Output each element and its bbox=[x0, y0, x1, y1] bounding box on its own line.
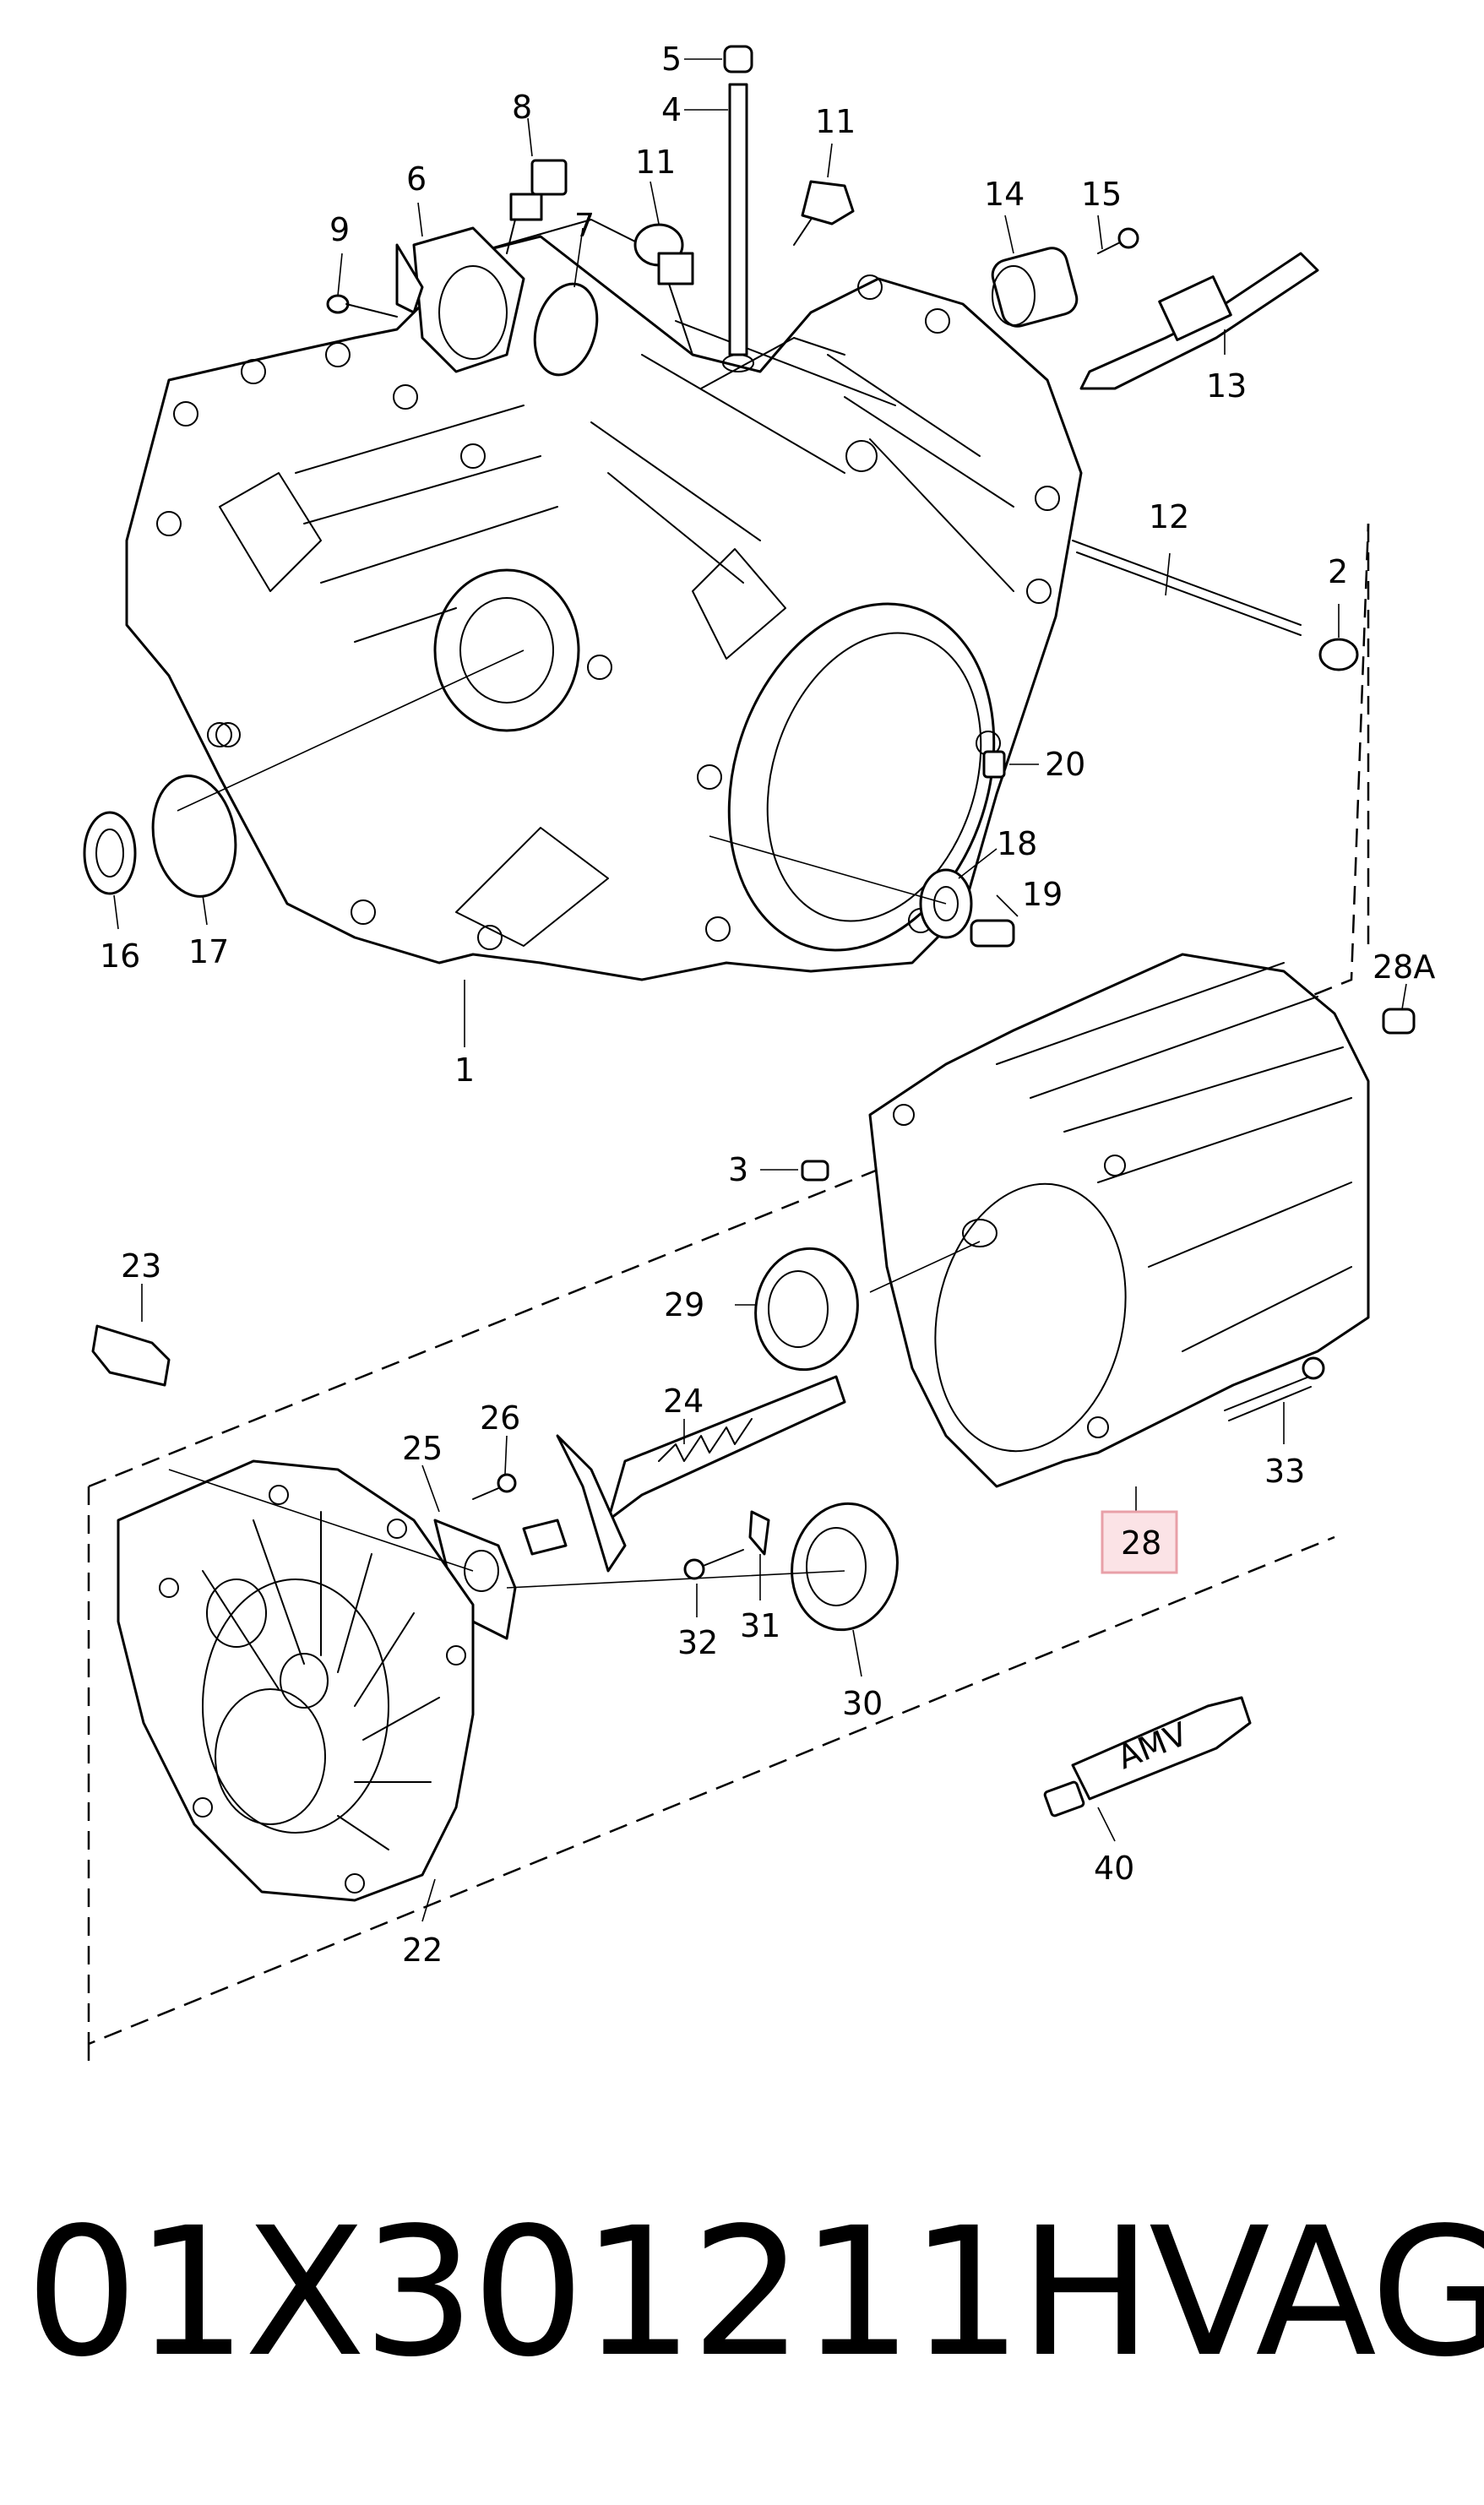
part-33-bolt bbox=[1224, 1356, 1325, 1421]
label-part-13[interactable]: 13 bbox=[1206, 367, 1247, 405]
part-6-bracket bbox=[395, 226, 525, 373]
label-part-1[interactable]: 1 bbox=[454, 1051, 475, 1089]
part-16-seal bbox=[83, 811, 137, 895]
part-number-text: 01X301211H bbox=[25, 2189, 1153, 2396]
part-8-sensor bbox=[506, 159, 568, 254]
label-part-7[interactable]: 7 bbox=[574, 207, 595, 244]
part-28a-pin bbox=[1382, 1008, 1416, 1035]
label-part-33[interactable]: 33 bbox=[1264, 1453, 1305, 1490]
housing-bolt-bosses bbox=[156, 274, 1060, 950]
part-9-bolt bbox=[326, 294, 398, 318]
label-part-2[interactable]: 2 bbox=[1328, 553, 1348, 590]
label-part-12[interactable]: 12 bbox=[1149, 498, 1189, 535]
gearbox-housing-upper bbox=[125, 219, 1083, 981]
label-part-29[interactable]: 29 bbox=[664, 1286, 704, 1323]
label-part-11-left[interactable]: 11 bbox=[635, 144, 676, 181]
part-31-clip bbox=[748, 1510, 770, 1556]
part-22-end-cover bbox=[117, 1459, 475, 1902]
label-part-26[interactable]: 26 bbox=[480, 1399, 520, 1437]
part-11-sensor-right bbox=[793, 180, 855, 246]
part-19-sleeve bbox=[970, 919, 1015, 948]
part-20-plug bbox=[982, 750, 1006, 779]
leader-lines bbox=[113, 58, 1407, 1922]
part-23-sleeve bbox=[91, 1324, 171, 1387]
label-part-11-right[interactable]: 11 bbox=[815, 103, 856, 140]
part-17-gasket bbox=[151, 774, 237, 898]
label-part-4[interactable]: 4 bbox=[661, 91, 682, 128]
label-part-40[interactable]: 40 bbox=[1094, 1850, 1134, 1887]
label-part-28a[interactable]: 28A bbox=[1373, 948, 1435, 986]
label-part-20[interactable]: 20 bbox=[1045, 746, 1085, 783]
label-part-5[interactable]: 5 bbox=[661, 41, 682, 78]
part-28-gearbox-case bbox=[868, 953, 1370, 1488]
part-2-nut bbox=[1318, 638, 1359, 671]
footer-caption: 01X301211H VAG bbox=[25, 2189, 1484, 2396]
part-24-shift-fork bbox=[556, 1375, 846, 1573]
part-29-bearing bbox=[754, 1247, 859, 1372]
label-part-32[interactable]: 32 bbox=[677, 1624, 718, 1661]
exploded-parts-diagram: AMV 5 4 8 6 7 9 11 11 14 15 13 12 2 bbox=[83, 41, 1435, 2061]
part-32-bolt bbox=[683, 1549, 744, 1580]
part-15-bolt bbox=[1097, 227, 1139, 254]
part-11-sensor-left bbox=[633, 223, 694, 285]
label-part-9[interactable]: 9 bbox=[329, 211, 350, 248]
part-7-o-ring bbox=[533, 282, 599, 377]
label-part-16[interactable]: 16 bbox=[100, 937, 140, 975]
label-part-14[interactable]: 14 bbox=[984, 176, 1025, 213]
part-5-cap bbox=[723, 45, 753, 73]
part-25-flange bbox=[433, 1519, 568, 1640]
label-part-8[interactable]: 8 bbox=[512, 89, 532, 126]
label-part-15[interactable]: 15 bbox=[1081, 176, 1122, 213]
highlight-part-28[interactable]: 28 bbox=[1101, 1510, 1178, 1574]
label-part-23[interactable]: 23 bbox=[121, 1247, 161, 1285]
part-13-shift-rail bbox=[1079, 252, 1319, 390]
brand-text: VAG bbox=[1149, 2189, 1484, 2396]
part-4-rod bbox=[722, 83, 754, 372]
part-14-bearing bbox=[991, 247, 1079, 328]
part-40-sealant-tube: AMV bbox=[1043, 1696, 1252, 1818]
label-part-30[interactable]: 30 bbox=[842, 1685, 883, 1722]
dashed-boundary bbox=[87, 523, 1370, 2061]
label-part-3[interactable]: 3 bbox=[728, 1151, 748, 1188]
part-3-pin bbox=[801, 1160, 829, 1182]
part-labels: 5 4 8 6 7 9 11 11 14 15 13 12 2 20 18 19… bbox=[100, 41, 1435, 1969]
part-30-bearing bbox=[791, 1502, 899, 1632]
highlight-box bbox=[1101, 1510, 1178, 1574]
part-12-shaft bbox=[1072, 540, 1302, 636]
label-part-19[interactable]: 19 bbox=[1022, 876, 1063, 913]
label-part-17[interactable]: 17 bbox=[188, 933, 229, 970]
label-part-18[interactable]: 18 bbox=[997, 825, 1037, 862]
label-part-31[interactable]: 31 bbox=[740, 1607, 780, 1644]
part-26-bolt bbox=[472, 1473, 517, 1500]
label-part-25[interactable]: 25 bbox=[402, 1430, 443, 1467]
label-part-6[interactable]: 6 bbox=[406, 160, 427, 198]
label-part-24[interactable]: 24 bbox=[663, 1383, 704, 1420]
label-part-28[interactable]: 28 bbox=[1121, 1524, 1161, 1562]
label-part-22[interactable]: 22 bbox=[402, 1932, 443, 1969]
